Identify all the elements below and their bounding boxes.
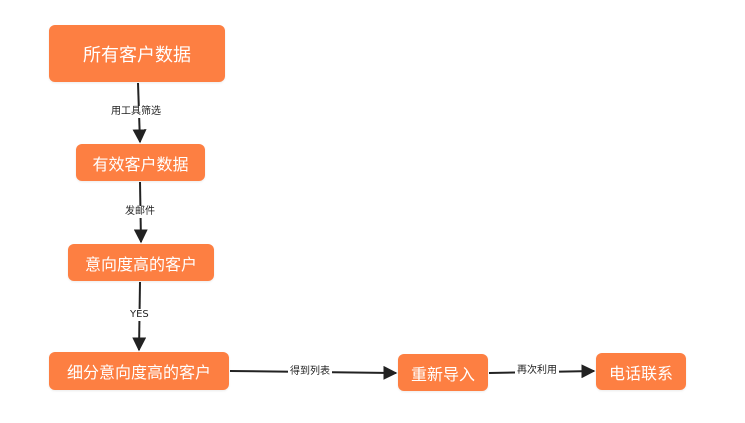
node-all-customers[interactable]: 所有客户数据 [49, 25, 225, 82]
node-all-customers-label: 所有客户数据 [83, 44, 191, 66]
node-high-intent[interactable]: 意向度高的客户 [68, 244, 214, 281]
edge-label-get-list: 得到列表 [288, 366, 332, 378]
node-valid-customers-label: 有效客户数据 [92, 154, 189, 174]
node-phone-contact-label: 电话联系 [608, 363, 673, 383]
node-valid-customers[interactable]: 有效客户数据 [76, 144, 205, 181]
node-phone-contact[interactable]: 电话联系 [596, 353, 686, 390]
edge-label-filter-with-tools: 用工具筛选 [109, 106, 163, 118]
node-high-intent-label: 意向度高的客户 [84, 254, 197, 274]
edge-label-yes: YES [128, 309, 151, 321]
node-segmented-high-intent[interactable]: 细分意向度高的客户 [49, 352, 229, 390]
edge-label-send-email: 发邮件 [123, 206, 157, 218]
node-reimport[interactable]: 重新导入 [398, 354, 488, 391]
node-segmented-high-intent-label: 细分意向度高的客户 [66, 363, 211, 382]
edge-label-reuse: 再次利用 [515, 365, 559, 377]
node-reimport-label: 重新导入 [410, 364, 475, 384]
